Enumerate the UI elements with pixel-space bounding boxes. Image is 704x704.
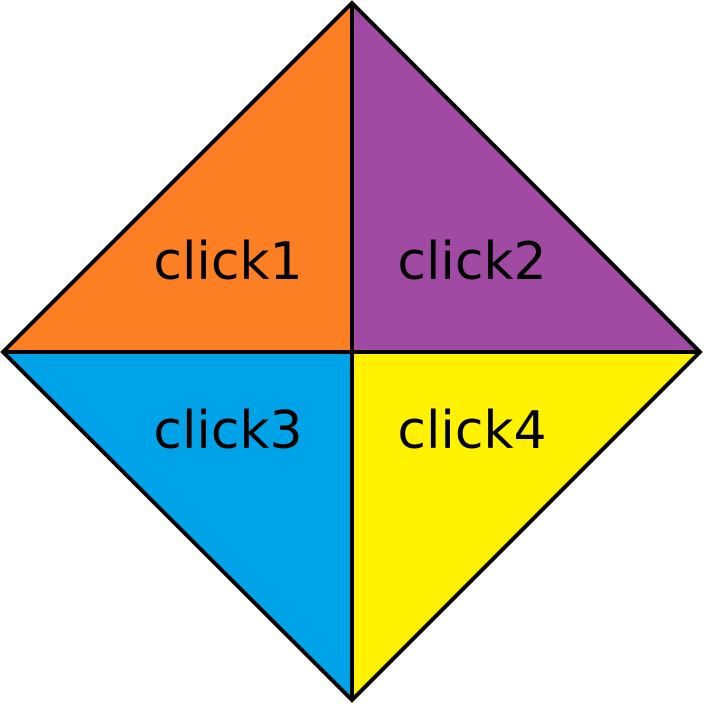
diamond-clickmap: click1 click2 click3 click4	[0, 0, 703, 703]
diamond-svg: click1 click2 click3 click4	[0, 0, 703, 703]
